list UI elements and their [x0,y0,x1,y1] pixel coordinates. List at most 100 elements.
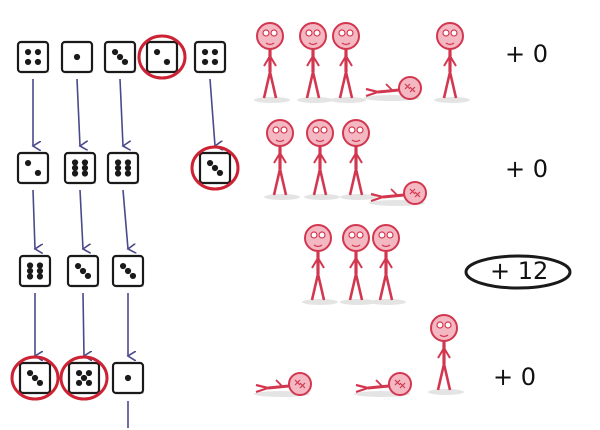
row-2-die-1-pip [24,159,32,167]
row-2-figure-1-standing [264,119,300,200]
row-3-die-2-pip [84,272,92,280]
row-4-die-2-pip [85,369,93,377]
row-1-figure-2-standing [297,22,333,103]
figures-layer [254,22,572,397]
row-2-die-4-pip [206,159,214,167]
row-1-die-5-pip [201,48,209,56]
row-1-die-3-pip [116,53,124,61]
row-2-die-2-pip [71,164,79,172]
row-4-die-1-pip [31,374,39,382]
row-4-score: + 0 [493,363,537,391]
row-4-figure-1-fallen [254,372,312,397]
row-2-die-4-pip [211,164,219,172]
row-2-die-3-pip [114,170,122,177]
down-arrow-3 [209,78,215,146]
row-1-die-3-pip [121,58,129,66]
row-1-figure-1-standing [254,22,290,103]
row-4-die-1-highlight-circle [10,355,60,401]
row-1-die-1 [16,40,50,74]
row-3-die-3-pip [124,267,132,275]
row-3-die-1-pip [26,273,34,280]
row-2-die-3-pip [114,159,122,166]
row-3-die-2-pip [79,267,87,275]
row-4-die-1-pip [26,369,34,377]
row-4-die-2-highlight-circle [59,355,109,401]
row-2-figure-4-fallen [369,181,427,206]
row-1-die-4-pip [163,58,171,66]
row-2-die-2 [63,151,97,185]
row-1-die-2 [60,40,94,74]
row-2-die-1 [16,151,50,185]
row-1-die-5-pip [211,58,219,66]
row-1-die-1-pip [24,58,32,66]
row-3-die-1-pip [36,273,44,280]
row-1-figure-5-standing [434,22,470,103]
row-3-die-3-pip [129,272,137,280]
row-4-figure-3-standing [428,314,464,395]
row-4-die-1 [18,361,52,395]
row-3-die-3 [111,254,145,288]
row-3-figure-2-standing [340,224,376,305]
row-3-die-1-pip [26,262,34,269]
row-2-die-3-pip [124,159,132,166]
row-2-figure-3-standing [340,119,376,200]
row-2-die-3-pip [114,164,122,172]
row-1-die-1-pip [34,58,42,66]
row-4-die-2-pip [80,374,88,382]
row-2-die-3-pip [124,164,132,172]
row-1-figure-4-fallen [364,76,422,101]
row-2-die-3-pip [124,170,132,177]
row-4-die-3 [111,361,145,395]
down-arrow-6 [122,189,128,249]
row-3-score: + 12 [490,257,549,285]
down-arrow-8 [82,292,84,356]
row-1-score: + 0 [505,40,549,68]
row-3-die-3-pip [119,262,127,270]
row-1-die-1-pip [24,48,32,56]
row-1-die-1-pip [34,48,42,56]
row-3-die-1-pip [26,267,34,275]
row-4-die-2 [67,361,101,395]
row-1-die-4 [145,40,179,74]
row-2-die-2-pip [71,159,79,166]
down-arrow-4 [32,189,35,249]
row-3-die-1-pip [36,262,44,269]
row-4-die-1-pip [36,379,44,387]
row-4-figure-2-fallen [354,372,412,397]
row-1-figure-3-standing [330,22,366,103]
row-1-die-5-pip [211,48,219,56]
row-2-die-2-pip [71,170,79,177]
row-3-die-2-pip [74,262,82,270]
down-arrow-2 [119,78,123,146]
row-3-die-1 [18,254,52,288]
row-2-die-1-pip [34,169,42,177]
row-2-figure-2-standing [304,119,340,200]
row-2-die-3 [106,151,140,185]
row-4-die-2-pip [85,379,93,387]
row-2-die-2-pip [81,159,89,166]
row-2-die-2-pip [81,170,89,177]
row-2-score: + 0 [505,155,549,183]
row-1-die-2-pip [73,53,81,61]
row-3-score-highlight-oval [464,254,572,290]
row-4-die-3-pip [124,374,132,382]
arrows-layer [32,78,215,428]
row-2-die-4-highlight-circle [190,145,240,191]
row-1-die-3-pip [111,48,119,56]
down-arrow-1 [76,78,80,146]
down-arrow-5 [79,189,83,249]
row-4-die-2-pip [75,369,83,377]
row-2-die-4-pip [216,169,224,177]
row-3-die-2 [66,254,100,288]
row-3-figure-1-standing [302,224,338,305]
row-3-die-1-pip [36,267,44,275]
row-4-die-2-pip [75,379,83,387]
row-2-die-2-pip [81,164,89,172]
row-1-die-5-pip [201,58,209,66]
row-2-die-4 [198,151,232,185]
row-1-die-5 [193,40,227,74]
row-1-die-4-highlight-circle [137,34,187,80]
dice-layer [10,34,240,401]
row-3-figure-3-standing [370,224,406,305]
